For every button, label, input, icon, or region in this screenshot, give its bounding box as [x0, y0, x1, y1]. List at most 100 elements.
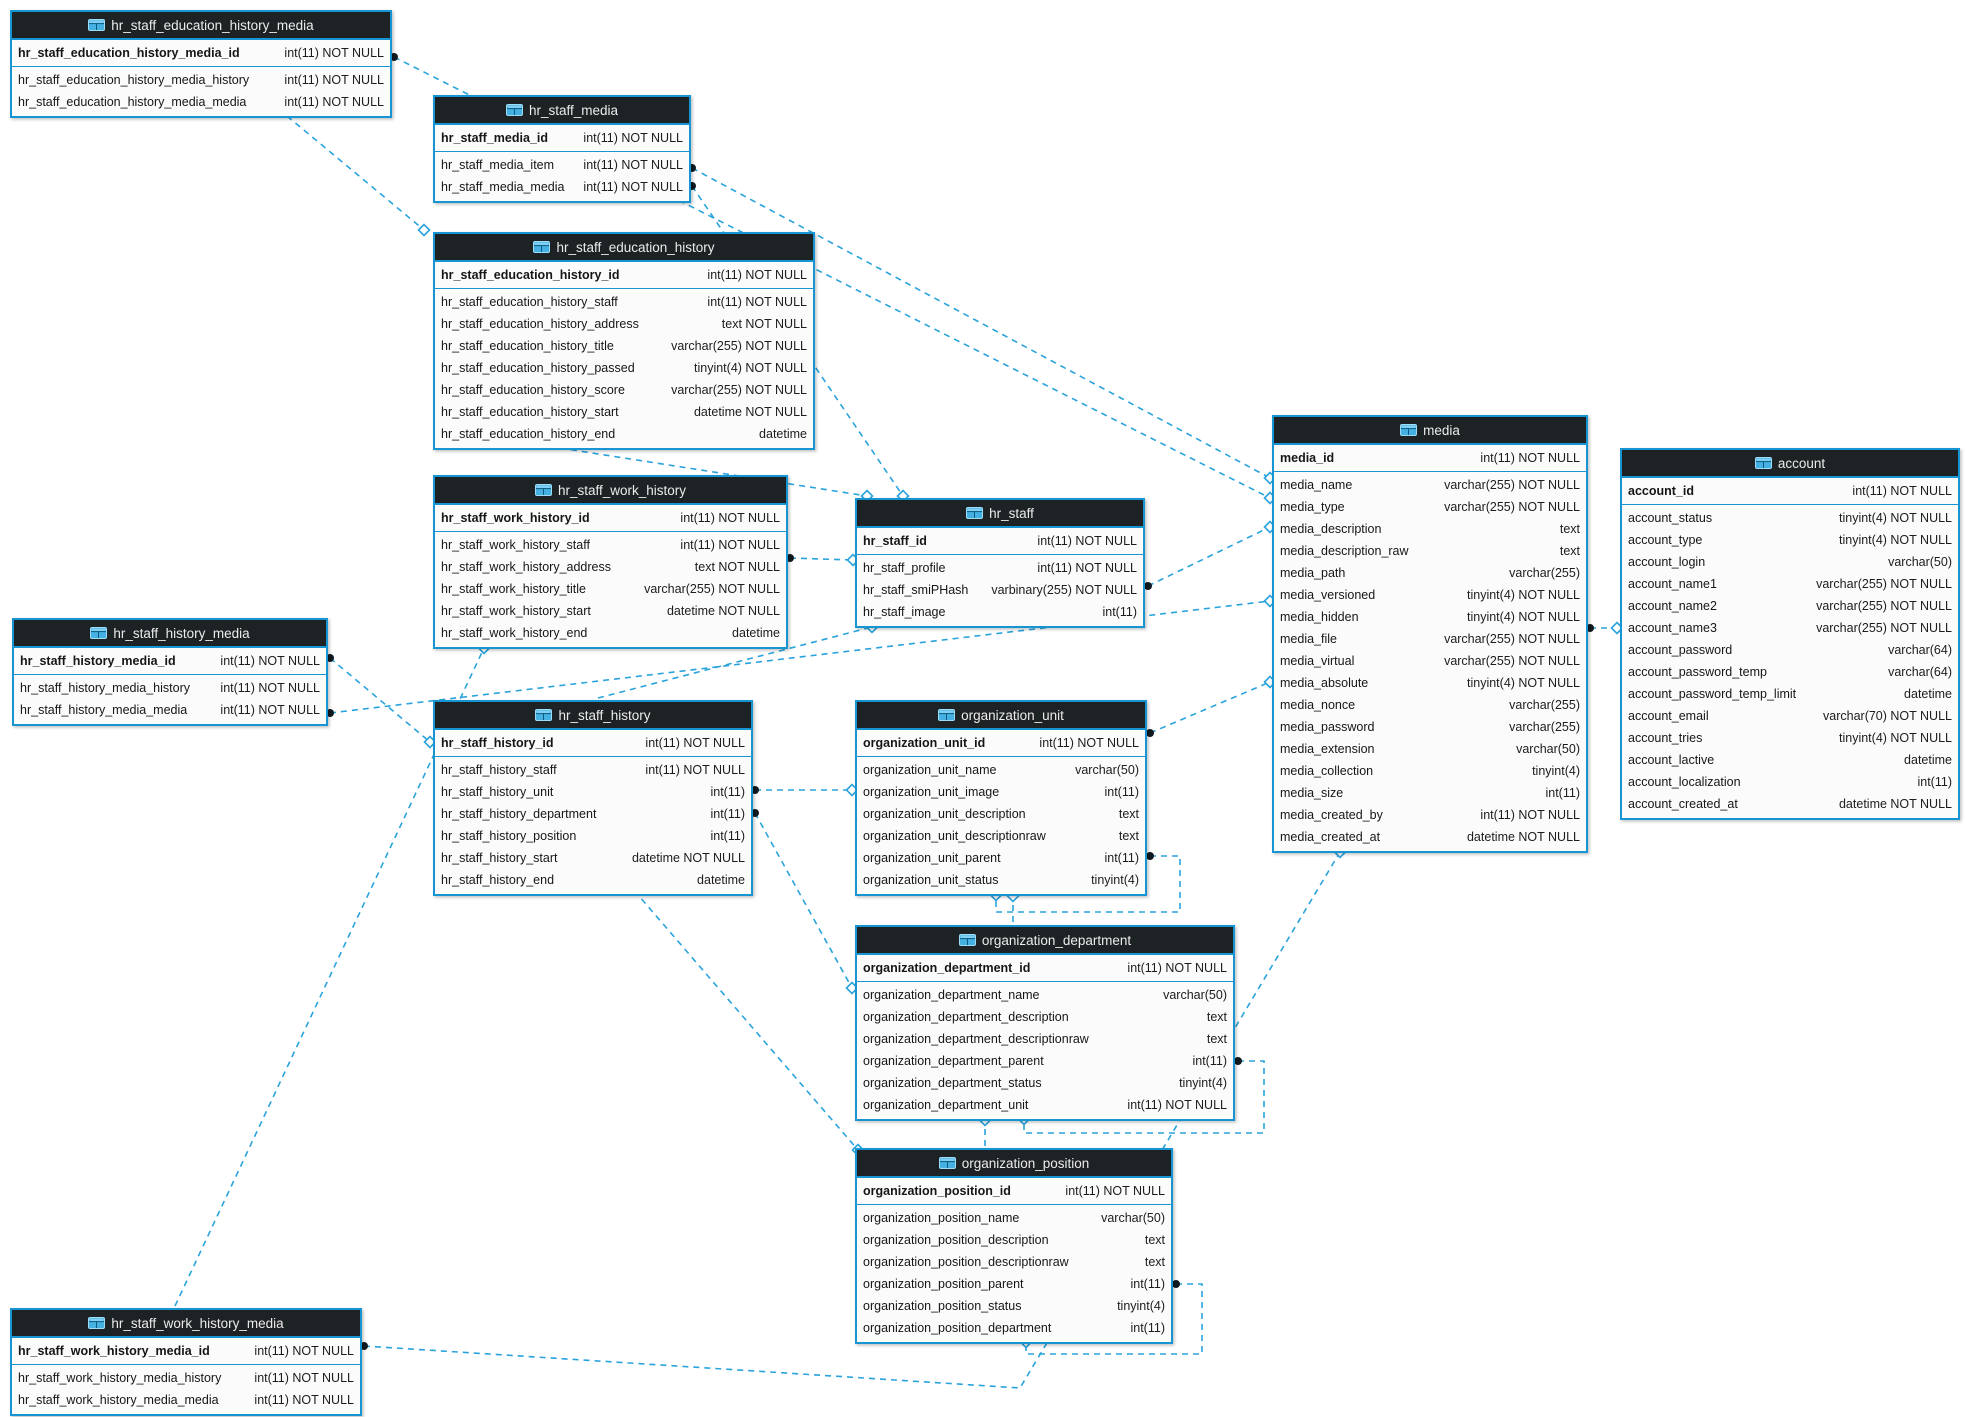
column-organization_position_status[interactable]: organization_position_status tinyint(4) — [857, 1295, 1171, 1317]
column-organization_unit_name[interactable]: organization_unit_name varchar(50) — [857, 759, 1145, 781]
column-organization_position_name[interactable]: organization_position_name varchar(50) — [857, 1207, 1171, 1229]
column-organization_position_descriptionraw[interactable]: organization_position_descriptionraw tex… — [857, 1251, 1171, 1273]
table-header[interactable]: account — [1622, 450, 1958, 478]
column-hr_staff_education_history_media_id[interactable]: hr_staff_education_history_media_id int(… — [12, 41, 390, 67]
relationship-hr_staff-to-media[interactable] — [1147, 526, 1271, 587]
column-hr_staff_education_history_score[interactable]: hr_staff_education_history_score varchar… — [435, 379, 813, 401]
table-header[interactable]: hr_staff_work_history_media — [12, 1310, 360, 1338]
relationship-organization_department-to-organization_department[interactable] — [1023, 1060, 1265, 1134]
column-media_password[interactable]: media_password varchar(255) — [1274, 716, 1586, 738]
relationship-hr_staff_education_history_media-to-hr_staff_education_history[interactable] — [286, 115, 425, 231]
column-organization_unit_id[interactable]: organization_unit_id int(11) NOT NULL — [857, 731, 1145, 757]
column-organization_department_descriptionraw[interactable]: organization_department_descriptionraw t… — [857, 1028, 1233, 1050]
table-header[interactable]: hr_staff — [857, 500, 1143, 528]
column-hr_staff_work_history_id[interactable]: hr_staff_work_history_id int(11) NOT NUL… — [435, 506, 786, 532]
column-hr_staff_education_history_title[interactable]: hr_staff_education_history_title varchar… — [435, 335, 813, 357]
column-hr_staff_history_media_history[interactable]: hr_staff_history_media_history int(11) N… — [14, 677, 326, 699]
column-organization_department_name[interactable]: organization_department_name varchar(50) — [857, 984, 1233, 1006]
relationship-hr_staff_education_history_media-to-media[interactable] — [393, 56, 1271, 499]
column-hr_staff_smiPHash[interactable]: hr_staff_smiPHash varbinary(255) NOT NUL… — [857, 579, 1143, 601]
db-table-hr_staff_media[interactable]: hr_staff_media hr_staff_media_id int(11)… — [433, 95, 691, 203]
column-media_nonce[interactable]: media_nonce varchar(255) — [1274, 694, 1586, 716]
column-hr_staff_education_history_id[interactable]: hr_staff_education_history_id int(11) NO… — [435, 263, 813, 289]
column-hr_staff_history_id[interactable]: hr_staff_history_id int(11) NOT NULL — [435, 731, 751, 757]
column-hr_staff_work_history_title[interactable]: hr_staff_work_history_title varchar(255)… — [435, 578, 786, 600]
column-organization_department_status[interactable]: organization_department_status tinyint(4… — [857, 1072, 1233, 1094]
column-media_file[interactable]: media_file varchar(255) NOT NULL — [1274, 628, 1586, 650]
column-media_absolute[interactable]: media_absolute tinyint(4) NOT NULL — [1274, 672, 1586, 694]
db-table-account[interactable]: account account_id int(11) NOT NULL acco… — [1620, 448, 1960, 820]
column-account_name1[interactable]: account_name1 varchar(255) NOT NULL — [1622, 573, 1958, 595]
column-media_collection[interactable]: media_collection tinyint(4) — [1274, 760, 1586, 782]
column-hr_staff_history_staff[interactable]: hr_staff_history_staff int(11) NOT NULL — [435, 759, 751, 781]
db-table-hr_staff_education_history[interactable]: hr_staff_education_history hr_staff_educ… — [433, 232, 815, 450]
column-hr_staff_history_media_id[interactable]: hr_staff_history_media_id int(11) NOT NU… — [14, 649, 326, 675]
column-media_size[interactable]: media_size int(11) — [1274, 782, 1586, 804]
table-header[interactable]: hr_staff_history — [435, 702, 751, 730]
column-account_id[interactable]: account_id int(11) NOT NULL — [1622, 479, 1958, 505]
column-media_description[interactable]: media_description text — [1274, 518, 1586, 540]
column-hr_staff_education_history_staff[interactable]: hr_staff_education_history_staff int(11)… — [435, 291, 813, 313]
column-account_login[interactable]: account_login varchar(50) — [1622, 551, 1958, 573]
relationship-organization_position-to-organization_position[interactable] — [1025, 1283, 1203, 1355]
column-hr_staff_work_history_media_media[interactable]: hr_staff_work_history_media_media int(11… — [12, 1389, 360, 1411]
column-hr_staff_history_department[interactable]: hr_staff_history_department int(11) — [435, 803, 751, 825]
column-account_lactive[interactable]: account_lactive datetime — [1622, 749, 1958, 771]
db-table-hr_staff_work_history[interactable]: hr_staff_work_history hr_staff_work_hist… — [433, 475, 788, 649]
column-hr_staff_work_history_media_id[interactable]: hr_staff_work_history_media_id int(11) N… — [12, 1339, 360, 1365]
db-table-organization_department[interactable]: organization_department organization_dep… — [855, 925, 1235, 1121]
column-hr_staff_education_history_media_history[interactable]: hr_staff_education_history_media_history… — [12, 69, 390, 91]
column-media_id[interactable]: media_id int(11) NOT NULL — [1274, 446, 1586, 472]
relationship-hr_staff_education_history-to-hr_staff[interactable] — [559, 447, 868, 497]
column-account_status[interactable]: account_status tinyint(4) NOT NULL — [1622, 507, 1958, 529]
db-table-hr_staff_education_history_media[interactable]: hr_staff_education_history_media hr_staf… — [10, 10, 392, 118]
db-table-hr_staff_history[interactable]: hr_staff_history hr_staff_history_id int… — [433, 700, 753, 896]
column-media_type[interactable]: media_type varchar(255) NOT NULL — [1274, 496, 1586, 518]
column-hr_staff_history_start[interactable]: hr_staff_history_start datetime NOT NULL — [435, 847, 751, 869]
column-hr_staff_profile[interactable]: hr_staff_profile int(11) NOT NULL — [857, 557, 1143, 579]
column-organization_position_description[interactable]: organization_position_description text — [857, 1229, 1171, 1251]
relationship-organization_unit-to-media[interactable] — [1149, 681, 1271, 734]
db-table-organization_unit[interactable]: organization_unit organization_unit_id i… — [855, 700, 1147, 896]
column-media_hidden[interactable]: media_hidden tinyint(4) NOT NULL — [1274, 606, 1586, 628]
column-media_description_raw[interactable]: media_description_raw text — [1274, 540, 1586, 562]
column-organization_department_parent[interactable]: organization_department_parent int(11) — [857, 1050, 1233, 1072]
column-media_name[interactable]: media_name varchar(255) NOT NULL — [1274, 474, 1586, 496]
column-organization_position_parent[interactable]: organization_position_parent int(11) — [857, 1273, 1171, 1295]
column-hr_staff_work_history_media_history[interactable]: hr_staff_work_history_media_history int(… — [12, 1367, 360, 1389]
column-hr_staff_work_history_address[interactable]: hr_staff_work_history_address text NOT N… — [435, 556, 786, 578]
relationship-hr_staff_history-to-hr_staff[interactable] — [597, 626, 873, 699]
column-account_localization[interactable]: account_localization int(11) — [1622, 771, 1958, 793]
table-header[interactable]: organization_position — [857, 1150, 1171, 1178]
table-header[interactable]: organization_unit — [857, 702, 1145, 730]
table-header[interactable]: media — [1274, 417, 1586, 445]
column-organization_unit_parent[interactable]: organization_unit_parent int(11) — [857, 847, 1145, 869]
relationship-organization_unit-to-organization_unit[interactable] — [995, 855, 1181, 913]
column-media_versioned[interactable]: media_versioned tinyint(4) NOT NULL — [1274, 584, 1586, 606]
column-organization_department_unit[interactable]: organization_department_unit int(11) NOT… — [857, 1094, 1233, 1116]
column-hr_staff_work_history_staff[interactable]: hr_staff_work_history_staff int(11) NOT … — [435, 534, 786, 556]
column-hr_staff_work_history_start[interactable]: hr_staff_work_history_start datetime NOT… — [435, 600, 786, 622]
column-account_tries[interactable]: account_tries tinyint(4) NOT NULL — [1622, 727, 1958, 749]
table-header[interactable]: hr_staff_education_history_media — [12, 12, 390, 40]
relationship-hr_staff_history-to-organization_department[interactable] — [754, 812, 853, 989]
table-header[interactable]: hr_staff_media — [435, 97, 689, 125]
column-media_created_at[interactable]: media_created_at datetime NOT NULL — [1274, 826, 1586, 848]
column-account_password_temp_limit[interactable]: account_password_temp_limit datetime — [1622, 683, 1958, 705]
column-organization_position_department[interactable]: organization_position_department int(11) — [857, 1317, 1171, 1339]
column-hr_staff_education_history_end[interactable]: hr_staff_education_history_end datetime — [435, 423, 813, 445]
table-header[interactable]: hr_staff_education_history — [435, 234, 813, 262]
column-hr_staff_history_media_media[interactable]: hr_staff_history_media_media int(11) NOT… — [14, 699, 326, 721]
column-organization_unit_descriptionraw[interactable]: organization_unit_descriptionraw text — [857, 825, 1145, 847]
column-hr_staff_image[interactable]: hr_staff_image int(11) — [857, 601, 1143, 623]
column-account_name3[interactable]: account_name3 varchar(255) NOT NULL — [1622, 617, 1958, 639]
column-account_password_temp[interactable]: account_password_temp varchar(64) — [1622, 661, 1958, 683]
column-hr_staff_history_position[interactable]: hr_staff_history_position int(11) — [435, 825, 751, 847]
column-hr_staff_education_history_address[interactable]: hr_staff_education_history_address text … — [435, 313, 813, 335]
table-header[interactable]: hr_staff_history_media — [14, 620, 326, 648]
db-table-media[interactable]: media media_id int(11) NOT NULL media_na… — [1272, 415, 1588, 853]
column-organization_unit_image[interactable]: organization_unit_image int(11) — [857, 781, 1145, 803]
column-hr_staff_media_id[interactable]: hr_staff_media_id int(11) NOT NULL — [435, 126, 689, 152]
relationship-hr_staff_work_history_media-to-hr_staff_work_history[interactable] — [174, 647, 485, 1307]
column-organization_unit_status[interactable]: organization_unit_status tinyint(4) — [857, 869, 1145, 891]
